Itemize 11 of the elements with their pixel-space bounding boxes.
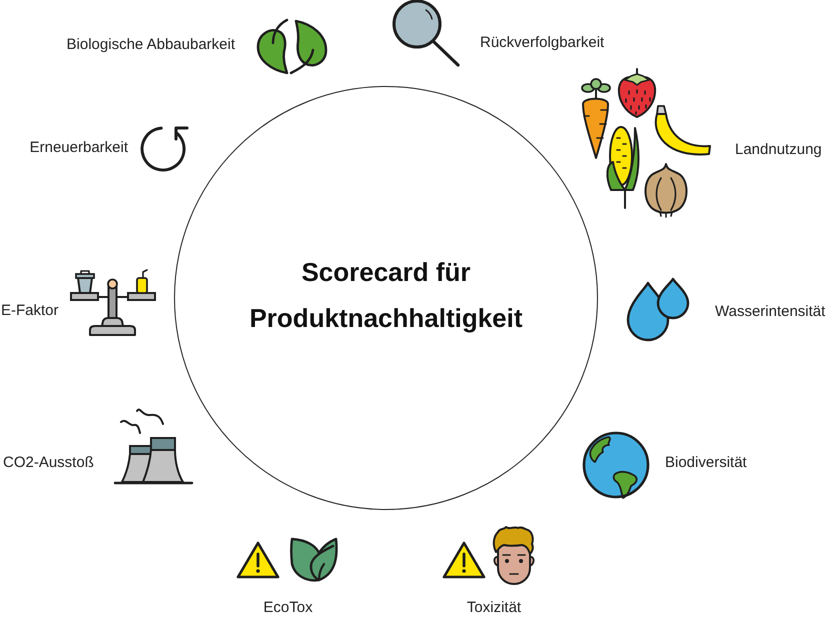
metric-label: E-Faktor xyxy=(1,302,59,320)
metric-label: Rückverfolgbarkeit xyxy=(480,34,604,52)
metric-label: Biodiversität xyxy=(665,454,747,472)
metric-label: Biologische Abbaubarkeit xyxy=(66,36,235,54)
metric-label: Wasserintensität xyxy=(715,303,826,321)
circle-title: Scorecard für Produktnachhaltigkeit xyxy=(248,256,524,335)
metric-label: Toxizität xyxy=(466,599,522,617)
metric-label: Erneuerbarkeit xyxy=(30,139,128,157)
metric-label: CO2-Ausstoß xyxy=(3,454,94,472)
metric-label: Landnutzung xyxy=(735,141,822,159)
metric-label: EcoTox xyxy=(263,599,313,617)
